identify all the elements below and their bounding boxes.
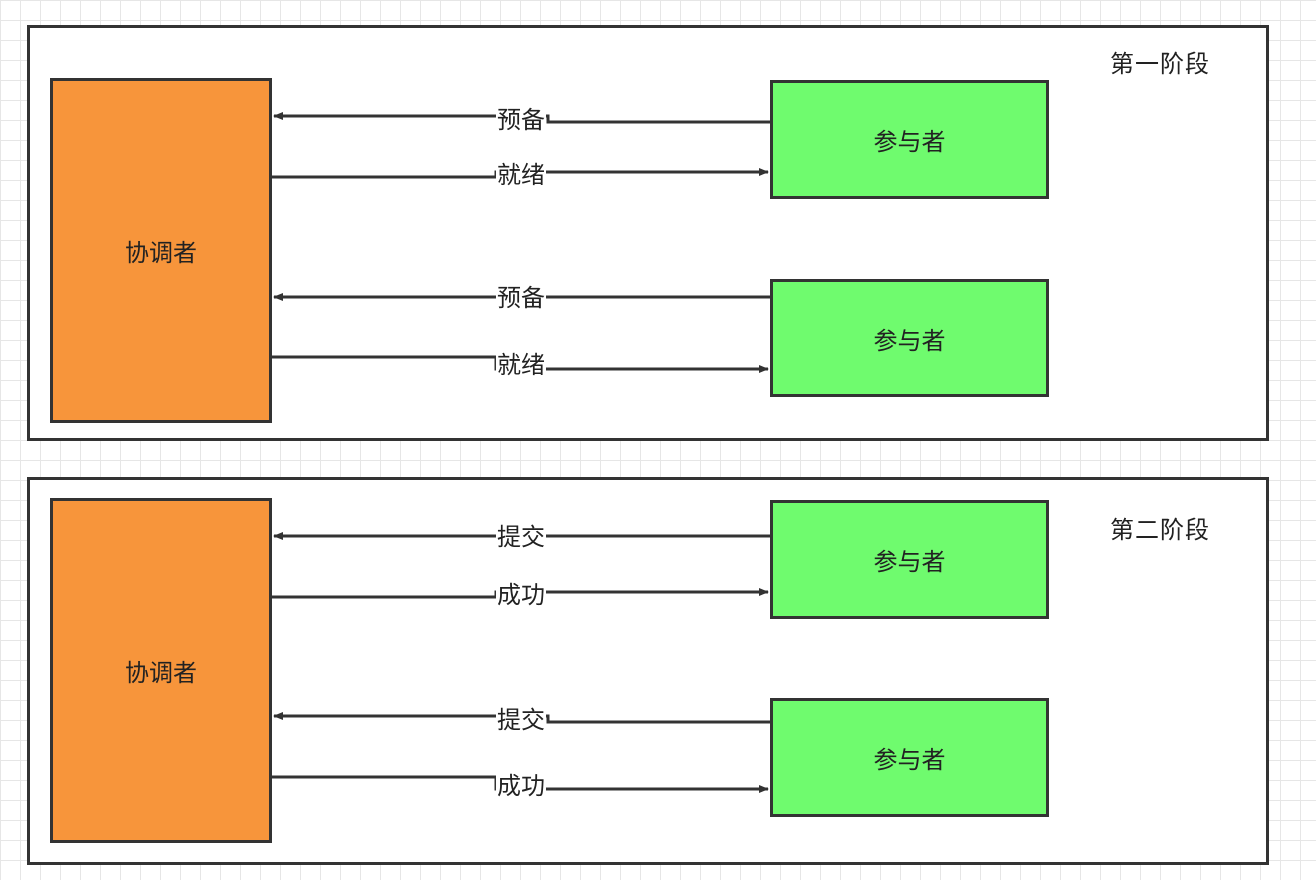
phase-1-coordinator: 协调者 — [50, 78, 272, 423]
participant-label: 参与者 — [873, 746, 946, 774]
label-success: 成功 — [496, 772, 546, 800]
label-commit: 提交 — [496, 706, 546, 734]
phase-1-title: 第一阶段 — [1110, 50, 1210, 78]
label-ready: 就绪 — [496, 161, 546, 189]
phase-1-participant-2: 参与者 — [770, 279, 1049, 397]
label-prepare: 预备 — [496, 106, 546, 134]
label-ready: 就绪 — [496, 351, 546, 379]
participant-label: 参与者 — [873, 326, 946, 355]
phase-2-title: 第二阶段 — [1110, 516, 1210, 544]
phase-1-participant-1: 参与者 — [770, 80, 1049, 199]
phase-2-coordinator: 协调者 — [50, 498, 272, 843]
label-commit: 提交 — [496, 523, 546, 551]
coordinator-label: 协调者 — [125, 239, 197, 267]
label-prepare: 预备 — [496, 284, 546, 312]
label-success: 成功 — [496, 581, 546, 609]
phase-2-participant-2: 参与者 — [770, 698, 1049, 817]
coordinator-label: 协调者 — [125, 659, 197, 687]
participant-label: 参与者 — [873, 548, 946, 576]
participant-label: 参与者 — [873, 128, 946, 156]
phase-2-participant-1: 参与者 — [770, 500, 1049, 619]
